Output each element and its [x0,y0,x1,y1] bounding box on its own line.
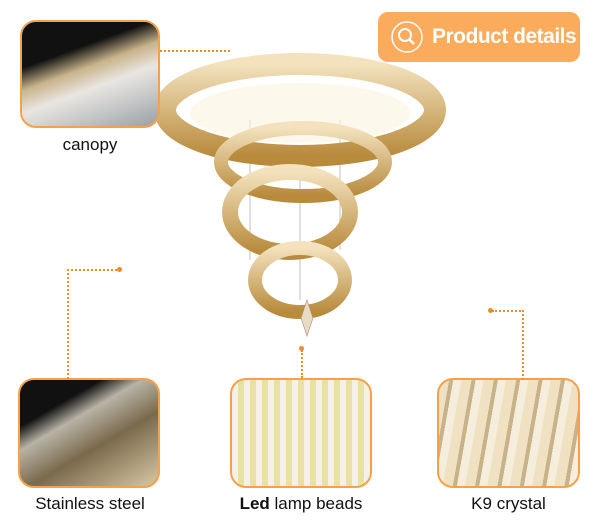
magnifier-icon [391,21,423,53]
led-lamp-beads-detail-image [230,378,372,488]
k9-crystal-label: K9 crystal [471,494,546,513]
k9-connector [492,310,524,380]
stainless-steel-label: Stainless steel [35,494,145,513]
stainless-steel-detail-image [18,378,160,488]
product-details-button[interactable]: Product details [378,12,580,62]
led-lamp-beads-label: Led lamp beads [239,494,363,513]
connector-dot [299,346,304,351]
canopy-connector [160,50,230,52]
connector-dot [488,308,493,313]
canopy-detail-image [20,20,160,128]
canopy-label: canopy [62,135,118,154]
led-connector [301,350,303,378]
product-details-label: Product details [432,25,577,48]
k9-crystal-detail-image [437,378,580,488]
stainless-connector [67,269,121,379]
